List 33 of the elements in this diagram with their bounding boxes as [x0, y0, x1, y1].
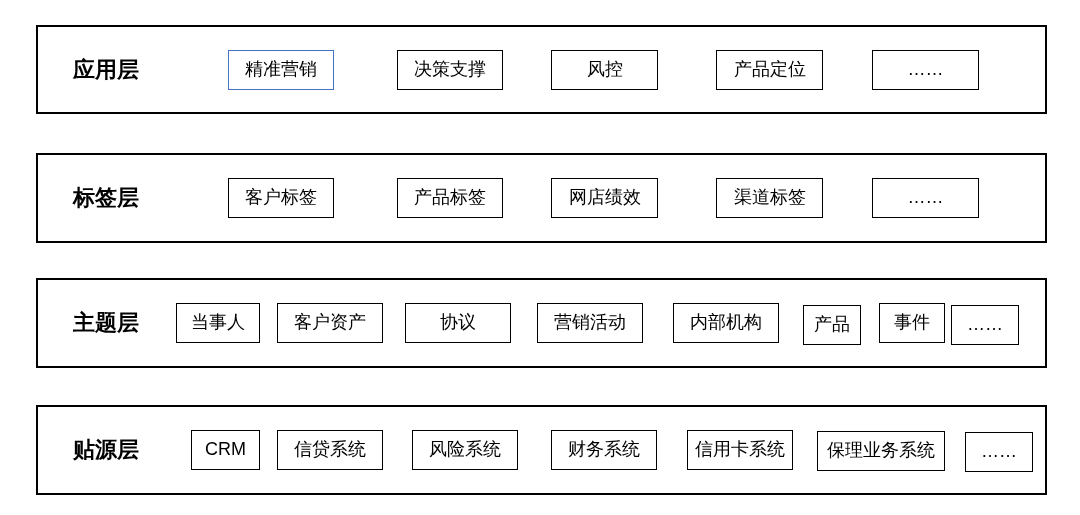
module-box: 内部机构 — [673, 303, 779, 343]
module-box: …… — [951, 305, 1019, 345]
layer-title: 主题层 — [73, 309, 139, 337]
module-box: 事件 — [879, 303, 945, 343]
module-box: 当事人 — [176, 303, 260, 343]
module-box: 信贷系统 — [277, 430, 383, 470]
module-box: 客户资产 — [277, 303, 383, 343]
module-box: CRM — [191, 430, 260, 470]
module-box: 渠道标签 — [716, 178, 823, 218]
module-box: 精准营销 — [228, 50, 334, 90]
module-box: 协议 — [405, 303, 511, 343]
module-box: 营销活动 — [537, 303, 643, 343]
module-box: 信用卡系统 — [687, 430, 793, 470]
layer-title: 标签层 — [73, 184, 139, 212]
layer-title: 贴源层 — [73, 436, 139, 464]
layer-title: 应用层 — [73, 56, 139, 83]
layer-panel — [36, 405, 1047, 495]
module-box: …… — [872, 50, 979, 90]
module-box: 网店绩效 — [551, 178, 658, 218]
module-box: …… — [872, 178, 979, 218]
layer-panel — [36, 25, 1047, 114]
layer-panel — [36, 278, 1047, 368]
module-box: 风控 — [551, 50, 658, 90]
module-box: 决策支撑 — [397, 50, 503, 90]
module-box: 财务系统 — [551, 430, 657, 470]
module-box: 风险系统 — [412, 430, 518, 470]
module-box: 保理业务系统 — [817, 431, 945, 471]
module-box: 客户标签 — [228, 178, 334, 218]
module-box: …… — [965, 432, 1033, 472]
module-box: 产品标签 — [397, 178, 503, 218]
module-box: 产品 — [803, 305, 861, 345]
module-box: 产品定位 — [716, 50, 823, 90]
layer-panel — [36, 153, 1047, 243]
